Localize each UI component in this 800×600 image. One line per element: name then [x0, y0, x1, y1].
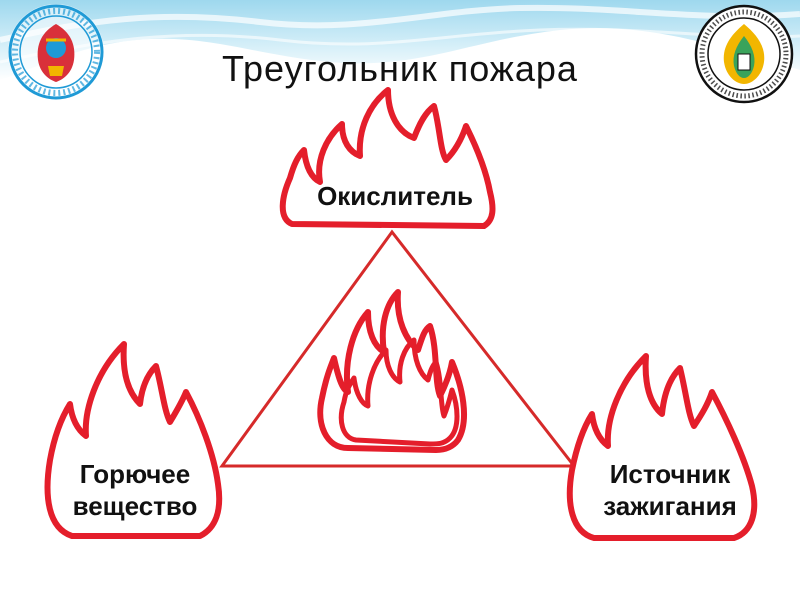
header-wave: [0, 0, 800, 80]
university-emblem-icon: [8, 4, 104, 100]
top-flame-icon: [279, 87, 496, 229]
center-flame-icon: [317, 289, 467, 453]
node-label-ignition-line1: Источник: [609, 459, 731, 489]
node-label-fuel: Горючее вещество: [40, 458, 230, 522]
node-label-fuel-line1: Горючее: [79, 459, 191, 489]
node-label-oxidizer-text: Окислитель: [317, 181, 473, 211]
slide-title: Треугольник пожара: [222, 48, 578, 89]
left-flame-icon: [44, 341, 223, 539]
node-label-fuel-line2: вещество: [72, 491, 198, 521]
node-label-ignition: Источник зажигания: [570, 458, 770, 522]
node-label-oxidizer: Окислитель: [290, 180, 500, 212]
right-flame-icon: [566, 353, 758, 541]
node-label-ignition-line2: зажигания: [603, 491, 737, 521]
fire-triangle: [219, 229, 578, 468]
fire-safety-emblem-icon: [694, 4, 794, 104]
